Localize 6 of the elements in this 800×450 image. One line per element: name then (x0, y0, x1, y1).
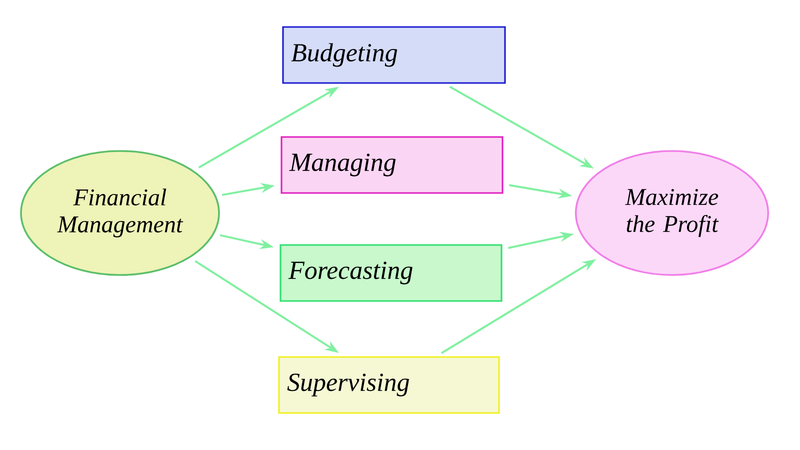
process-box: Supervising (278, 356, 500, 414)
oval-node: Maximize the Profit (574, 150, 770, 276)
process-box: Managing (280, 136, 504, 194)
oval-node: Financial Management (20, 150, 220, 276)
process-box: Budgeting (282, 26, 506, 84)
process-box: Forecasting (280, 244, 502, 302)
